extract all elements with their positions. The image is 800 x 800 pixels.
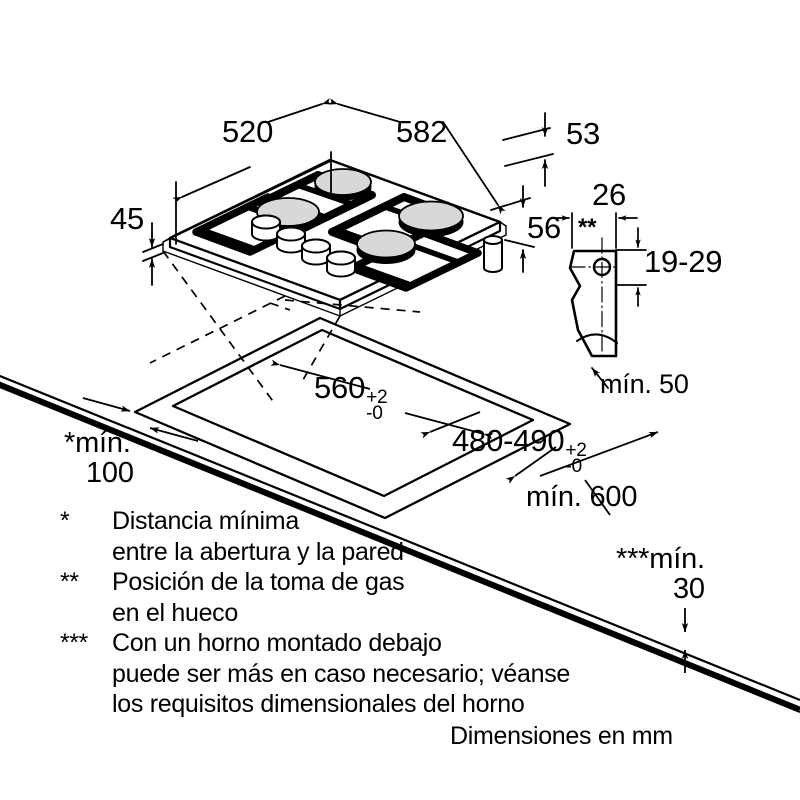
- dim-label-26: 26: [592, 177, 627, 212]
- dim-520: [172, 98, 332, 245]
- knob-2: [276, 226, 306, 254]
- hob-appliance-group: [142, 98, 647, 389]
- dim-label-19-29: 19-29: [644, 244, 723, 279]
- tol-lower: -0: [565, 455, 582, 477]
- dim-label-53: 53: [566, 116, 601, 151]
- dim-56: [490, 185, 535, 273]
- legend-item-2: *** Con un horno montado debajo: [60, 628, 600, 659]
- legend-mark: ***: [60, 629, 88, 657]
- knob-4: [326, 250, 356, 278]
- legend-item-1-line-1: en el hueco: [112, 598, 238, 627]
- dim-53: [502, 112, 554, 187]
- gas-pipe-stub: [483, 235, 503, 273]
- worktop-edge-thick: [0, 381, 800, 712]
- dim-label-582: 582: [396, 114, 448, 149]
- min-100-value: 100: [86, 457, 134, 490]
- dim-label-520: 520: [222, 114, 274, 149]
- dim-min-100: [82, 397, 199, 442]
- legend-text: Distancia mínima: [112, 507, 299, 535]
- legend-block: * Distancia mínima entre la abertura y l…: [60, 506, 600, 720]
- burner-rear-center: [314, 168, 372, 201]
- cutout-opening: [171, 328, 535, 498]
- cutout-width-value: 560: [314, 370, 366, 405]
- cutout-frame: [133, 316, 572, 520]
- cutout-depth-value: 480-490: [452, 423, 565, 458]
- knob-1: [251, 214, 281, 242]
- dim-480-490: [420, 411, 557, 484]
- dim-label-min-600: mín. 600: [526, 481, 638, 513]
- dim-label-56: 56: [527, 210, 562, 245]
- tol-upper: +2: [565, 440, 587, 462]
- legend-item-2-line-2: los requisitos dimensionales del horno: [112, 690, 525, 718]
- dim-582: [328, 98, 506, 215]
- projection-lines: [162, 250, 421, 405]
- dim-label-min-50: mín. 50: [600, 369, 689, 399]
- tol-upper: +2: [366, 387, 388, 409]
- legend-item-2-line-1: puede ser más en caso necesario; véanse: [112, 659, 571, 688]
- dim-45: [142, 222, 164, 286]
- min-100-label: *mín.: [64, 427, 131, 459]
- dim-min-600: [539, 431, 659, 516]
- dim-label-min-30: ***mín. 30: [616, 544, 705, 604]
- dim-560: [270, 359, 494, 440]
- burner-right: [398, 200, 464, 237]
- dim-label-45: 45: [110, 201, 145, 236]
- control-knobs: [251, 214, 356, 278]
- legend-mark: *: [60, 507, 70, 535]
- units-note: Dimensiones en mm: [450, 722, 673, 750]
- knob-3: [301, 238, 331, 266]
- legend-item-0: * Distancia mínima: [60, 506, 600, 537]
- dim-label-cutout-depth: 480-490+2-0: [452, 423, 587, 476]
- min-30-label: ***mín.: [616, 543, 705, 575]
- projection-lines-2: [149, 295, 286, 364]
- dim-label-min-100: *mín. 100: [64, 428, 134, 488]
- burner-front-center: [356, 229, 416, 264]
- worktop-surface: [0, 374, 800, 714]
- legend-mark: **: [60, 568, 79, 596]
- dim-label-cutout-width: 560+2-0: [314, 370, 388, 423]
- legend-item-1: ** Posición de la toma de gas: [60, 567, 600, 598]
- gas-connection-marker: **: [578, 214, 597, 241]
- gas-connection-bracket: [551, 212, 647, 389]
- min-30-value: 30: [673, 573, 705, 606]
- worktop-group: [0, 250, 800, 714]
- burners-group: [256, 168, 464, 264]
- legend-item-0-line-1: entre la abertura y la pared: [112, 537, 404, 566]
- legend-text: Posición de la toma de gas: [112, 568, 405, 596]
- tol-lower: -0: [366, 402, 383, 424]
- legend-text: Con un horno montado debajo: [112, 629, 442, 657]
